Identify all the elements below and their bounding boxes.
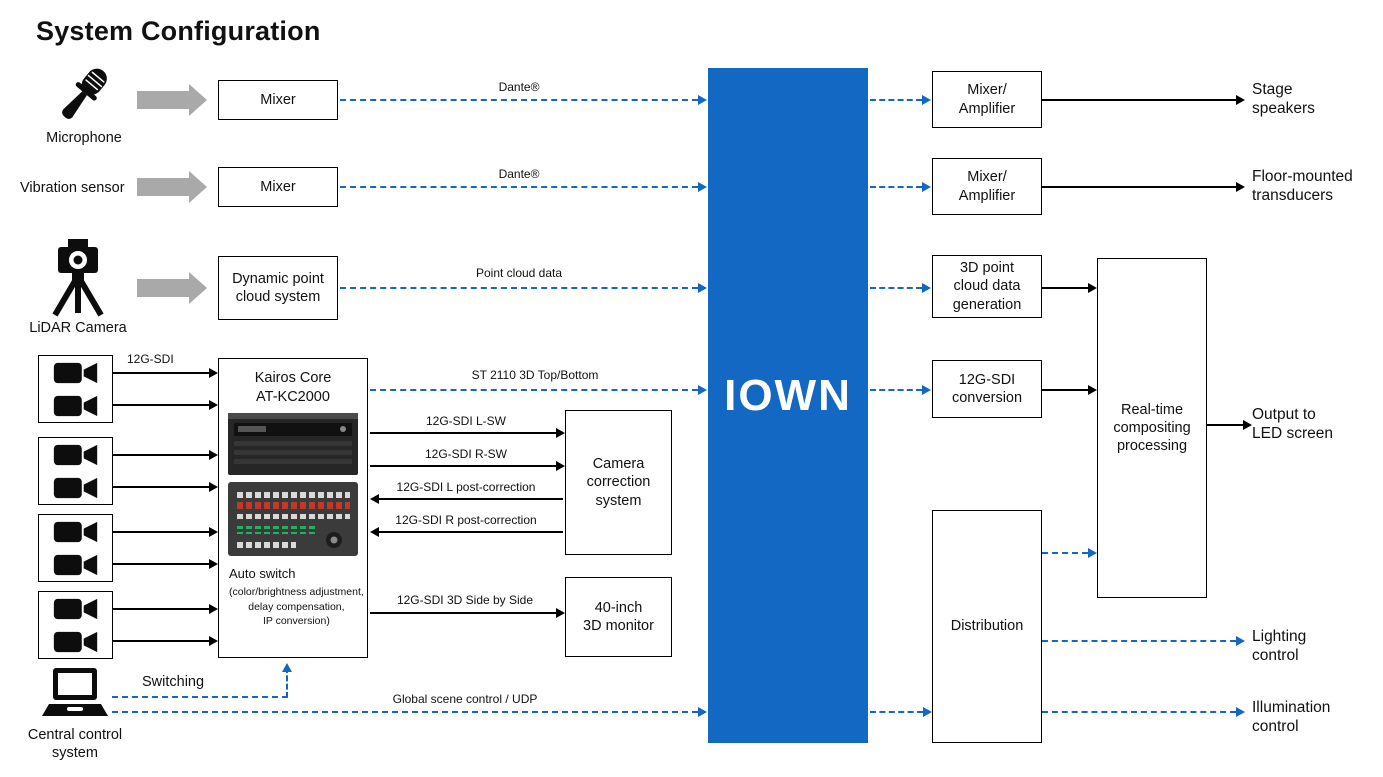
vibration-sensor-label: Vibration sensor	[20, 180, 125, 196]
connector-iown-point-cloud-gen	[870, 283, 931, 293]
sdi-r-sw-label: 12G-SDI R-SW	[424, 447, 507, 461]
video-camera-icon	[53, 631, 97, 652]
mixer-amplifier-bottom-box: Mixer/ Amplifier	[932, 158, 1042, 215]
kairos-switcher-image	[228, 482, 358, 556]
video-camera-icon	[53, 554, 97, 575]
monitor-3d-box: 40-inch 3D monitor	[565, 577, 672, 657]
connector-floor-transducers	[1042, 182, 1245, 192]
connector-camera-1a	[113, 368, 218, 378]
camera-correction-box: Camera correction system	[565, 410, 672, 555]
point-cloud-label: Point cloud data	[475, 266, 563, 280]
central-control-label: Central control system	[27, 727, 123, 761]
switching-label: Switching	[142, 674, 205, 690]
floor-transducers-label: Floor-mounted transducers	[1252, 168, 1353, 204]
led-screen-label: Output to LED screen	[1252, 406, 1333, 442]
connector-stage-speakers	[1042, 95, 1245, 105]
video-camera-icon	[53, 444, 97, 465]
diagram-title: System Configuration	[36, 16, 321, 46]
sdi-l-post-label: 12G-SDI L post-correction	[396, 480, 536, 494]
connector-camera-3b	[113, 559, 218, 569]
mixer-amplifier-top-box: Mixer/ Amplifier	[932, 71, 1042, 128]
connector-camera-4a	[113, 604, 218, 614]
global-scene-label: Global scene control / UDP	[392, 692, 538, 706]
mixer-bottom-box: Mixer	[218, 167, 338, 207]
camera-group-1	[38, 355, 113, 423]
connector-switching-vertical	[282, 663, 292, 698]
camera-group-3	[38, 514, 113, 582]
sdi-conversion-box: 12G-SDI conversion	[932, 360, 1042, 418]
sdi-input-label: 12G-SDI	[127, 352, 174, 366]
connector-sdiconv-compositing	[1042, 385, 1097, 395]
connector-sdi-r-post	[370, 527, 563, 537]
input-arrow-lidar	[137, 272, 207, 304]
sdi-3d-sbs-label: 12G-SDI 3D Side by Side	[396, 593, 534, 607]
lidar-camera-label: LiDAR Camera	[29, 320, 127, 336]
sdi-l-sw-label: 12G-SDI L-SW	[425, 414, 506, 428]
connector-global-scene	[112, 707, 707, 717]
connector-dante-top	[340, 95, 707, 105]
connector-distribution-compositing	[1042, 548, 1097, 558]
connector-switching-horizontal	[112, 696, 288, 698]
connector-camera-2a	[113, 450, 218, 460]
illumination-control-label: Illumination control	[1252, 699, 1331, 735]
video-camera-icon	[53, 598, 97, 619]
mixer-top-box: Mixer	[218, 80, 338, 120]
connector-sdi-r-sw	[370, 461, 565, 471]
connector-iown-mixer-amp-top	[870, 95, 931, 105]
camera-group-4	[38, 591, 113, 659]
video-camera-icon	[53, 395, 97, 416]
connector-sdi-l-post	[370, 494, 563, 504]
connector-dante-bottom	[340, 182, 707, 192]
microphone-icon	[62, 68, 107, 119]
lidar-camera-icon	[52, 239, 104, 317]
video-camera-icon	[53, 477, 97, 498]
connector-iown-sdi-conversion	[870, 385, 931, 395]
connector-sdi-l-sw	[370, 428, 565, 438]
dynamic-point-cloud-box: Dynamic point cloud system	[218, 256, 338, 320]
point-cloud-generation-box: 3D point cloud data generation	[932, 255, 1042, 318]
kairos-rack-image	[228, 413, 358, 475]
video-camera-icon	[53, 362, 97, 383]
connector-camera-1b	[113, 400, 218, 410]
dante-bottom-label: Dante®	[498, 167, 540, 181]
input-arrow-vibration	[137, 171, 207, 203]
st2110-label: ST 2110 3D Top/Bottom	[471, 368, 599, 382]
auto-switch-note: (color/brightness adjustment, delay comp…	[229, 586, 364, 628]
stage-speakers-label: Stage speakers	[1252, 81, 1315, 117]
lighting-control-label: Lighting control	[1252, 628, 1307, 664]
connector-camera-2b	[113, 482, 218, 492]
connector-st2110	[370, 385, 707, 395]
connector-iown-mixer-amp-bottom	[870, 182, 931, 192]
connector-illumination	[1042, 707, 1245, 717]
camera-group-2	[38, 437, 113, 505]
connector-compositing-led	[1207, 420, 1252, 430]
input-arrow-microphone	[137, 84, 207, 116]
connector-lighting	[1042, 636, 1245, 646]
kairos-core-box: Kairos Core AT-KC2000 A	[218, 358, 368, 658]
laptop-icon	[42, 668, 108, 716]
connector-sdi-3d-sbs	[370, 608, 565, 618]
auto-switch-label: Auto switch	[229, 566, 296, 581]
realtime-compositing-box: Real-time compositing processing	[1097, 258, 1207, 598]
distribution-box: Distribution	[932, 510, 1042, 743]
connector-iown-distribution	[870, 707, 932, 717]
iown-label: IOWN	[724, 370, 852, 420]
connector-pcg-compositing	[1042, 283, 1097, 293]
kairos-core-title: Kairos Core AT-KC2000	[254, 370, 332, 405]
iown-box: IOWN	[708, 68, 868, 743]
sdi-r-post-label: 12G-SDI R post-correction	[395, 513, 537, 527]
connector-camera-3a	[113, 527, 218, 537]
connector-camera-4b	[113, 636, 218, 646]
connector-point-cloud	[340, 283, 707, 293]
video-camera-icon	[53, 521, 97, 542]
dante-top-label: Dante®	[498, 80, 540, 94]
microphone-label: Microphone	[46, 130, 122, 146]
